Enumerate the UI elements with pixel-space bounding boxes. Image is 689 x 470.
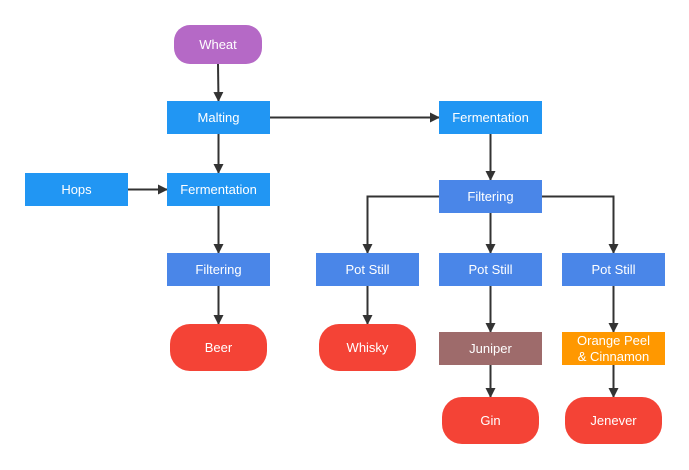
node-malting: Malting bbox=[167, 101, 270, 134]
node-label: Filtering bbox=[467, 188, 514, 204]
node-label: Jenever bbox=[590, 412, 637, 428]
node-label: Beer bbox=[204, 339, 233, 355]
node-label: Fermentation bbox=[180, 181, 257, 197]
node-label: Wheat bbox=[199, 36, 237, 52]
node-beer: Beer bbox=[170, 324, 267, 371]
node-gin: Gin bbox=[442, 397, 539, 444]
node-orange-peel-cinnamon: Orange Peel & Cinnamon bbox=[562, 332, 665, 365]
node-label: Whisky bbox=[346, 339, 389, 355]
node-label: Pot Still bbox=[468, 261, 513, 277]
node-pot-still-jenever: Pot Still bbox=[562, 253, 665, 286]
node-whisky: Whisky bbox=[319, 324, 416, 371]
edge-wheat-to-malting bbox=[213, 63, 224, 102]
edge-spirit-filtering-to-pot-still-whisky bbox=[362, 195, 439, 254]
node-label: Malting bbox=[197, 109, 240, 125]
node-label: Hops bbox=[61, 181, 92, 197]
edge-spirit-filtering-to-pot-still-jenever bbox=[542, 195, 619, 254]
node-pot-still-gin: Pot Still bbox=[439, 253, 542, 286]
node-label: Gin bbox=[480, 412, 501, 428]
node-juniper: Juniper bbox=[439, 332, 542, 365]
node-jenever: Jenever bbox=[565, 397, 662, 444]
node-label: Fermentation bbox=[452, 109, 529, 125]
node-label: Juniper bbox=[469, 340, 512, 356]
node-pot-still-whisky: Pot Still bbox=[316, 253, 419, 286]
node-spirit-filtering: Filtering bbox=[439, 180, 542, 213]
node-spirit-fermentation: Fermentation bbox=[439, 101, 542, 134]
node-wheat: Wheat bbox=[174, 25, 262, 64]
node-label: Pot Still bbox=[591, 261, 636, 277]
node-label: Orange Peel & Cinnamon bbox=[577, 332, 650, 364]
node-beer-filtering: Filtering bbox=[167, 253, 270, 286]
node-beer-fermentation: Fermentation bbox=[167, 173, 270, 206]
node-label: Pot Still bbox=[345, 261, 390, 277]
node-hops: Hops bbox=[25, 173, 128, 206]
node-label: Filtering bbox=[195, 261, 242, 277]
